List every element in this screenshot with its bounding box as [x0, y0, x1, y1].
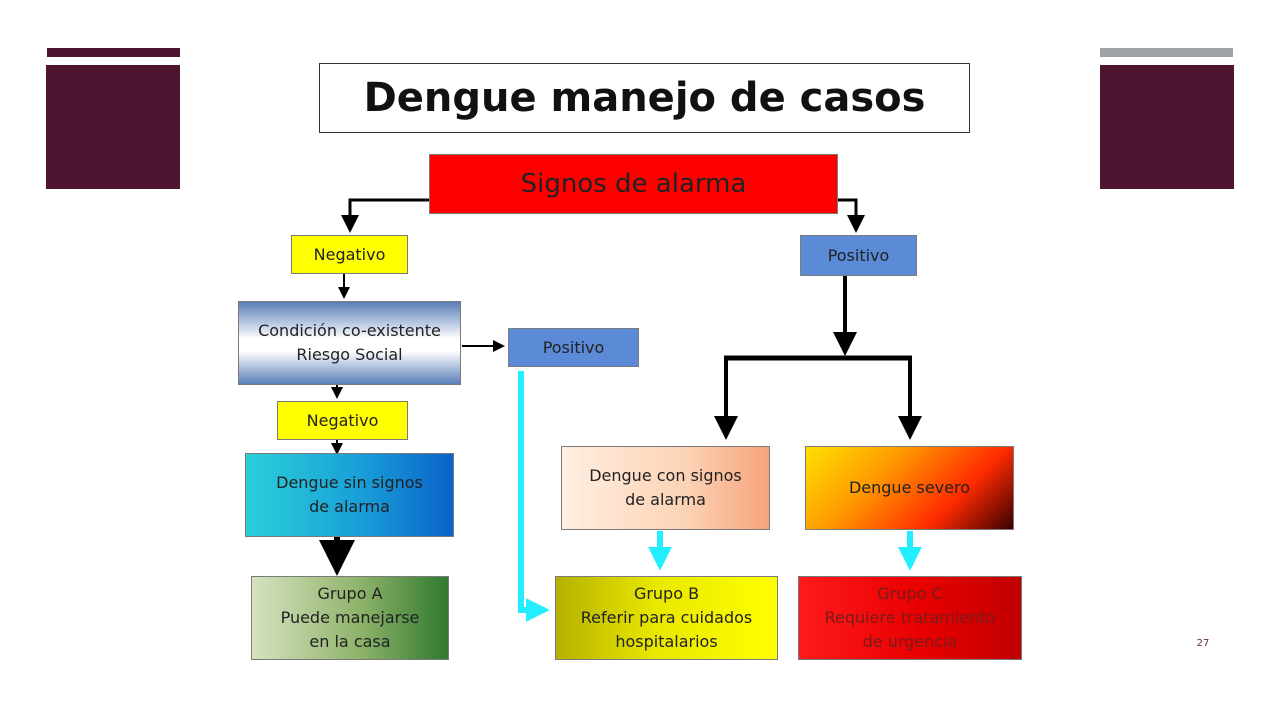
node-grupo-a: Grupo A Puede manejarse en la casa: [251, 576, 449, 660]
node-negativo-1: Negativo: [291, 235, 408, 274]
page-number: 27: [1196, 638, 1210, 649]
node-dengue-severo: Dengue severo: [805, 446, 1014, 530]
left-deco-bar: [47, 48, 180, 57]
node-positivo-2: Positivo: [508, 328, 639, 367]
node-grupo-b: Grupo B Referir para cuidados hospitalar…: [555, 576, 778, 660]
node-grupo-c: Grupo C Requiere tratamiento de urgencia: [798, 576, 1022, 660]
right-deco-square: [1100, 65, 1234, 189]
slide-title: Dengue manejo de casos: [319, 63, 970, 133]
left-deco-square: [46, 65, 180, 189]
node-dengue-sin-signos: Dengue sin signos de alarma: [245, 453, 454, 537]
node-signos-de-alarma: Signos de alarma: [429, 154, 838, 214]
node-negativo-2: Negativo: [277, 401, 408, 440]
right-deco-bar: [1100, 48, 1233, 57]
node-dengue-con-signos: Dengue con signos de alarma: [561, 446, 770, 530]
node-positivo-1: Positivo: [800, 235, 917, 276]
node-condicion-coexistente: Condición co-existente Riesgo Social: [238, 301, 461, 385]
